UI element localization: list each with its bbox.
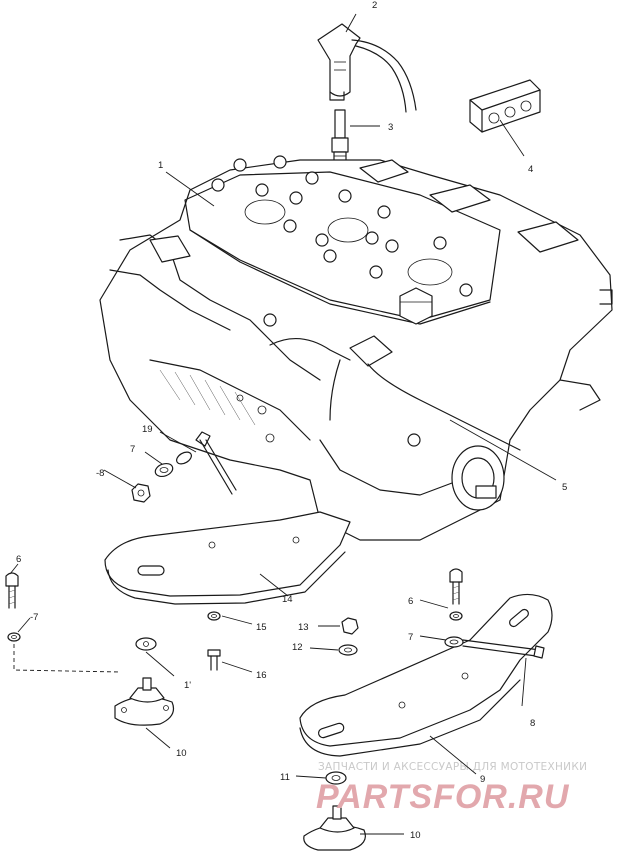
wire-clip-block: [469, 79, 541, 133]
callout-7-right: 7: [408, 632, 413, 643]
head-bolts: [211, 155, 473, 447]
callout-11-bottom: 11: [280, 772, 290, 783]
rubber-mount-bottom: [303, 771, 366, 851]
callout-labels: 1 2 3 4 5 6 6 7 -7 7 -8 8 9 10 10 1' 11 …: [16, 0, 567, 841]
bolt-6-left: [5, 572, 121, 673]
callout-1: 1: [158, 160, 163, 171]
leader-lines: [9, 13, 557, 835]
callout-12: 12: [292, 642, 303, 653]
bolt-6-right: [444, 568, 545, 659]
callout-14: 14: [282, 594, 293, 605]
callout-7-left: 7: [130, 444, 135, 455]
washer-15-bolt-16: [207, 611, 221, 671]
engine-block: [99, 155, 613, 541]
output-flange: [451, 445, 505, 511]
watermark-caption: ЗАПЧАСТИ И АКСЕССУАРЫ ДЛЯ МОТОТЕХНИКИ: [318, 761, 587, 773]
callout-10-left: 10: [176, 748, 187, 759]
rubber-mount-left: [114, 637, 175, 726]
callout-19: 19: [142, 424, 153, 435]
callout-9: 9: [480, 774, 485, 785]
stud-bolt-19: [131, 431, 237, 503]
callout-2: 2: [372, 0, 377, 11]
callout-10-bottom: 10: [410, 830, 421, 841]
callout-4: 4: [528, 164, 533, 175]
callout-16: 16: [256, 670, 267, 681]
callout-8-left: -8: [96, 468, 104, 479]
callout-11-left: 1': [184, 680, 191, 691]
callout-6-left: 6: [16, 554, 21, 565]
spark-plug-cap: [317, 23, 417, 113]
callout-8-right: 8: [530, 718, 535, 729]
watermark-brand: PARTSFOR.RU: [316, 778, 570, 816]
watermark: ЗАПЧАСТИ И АКСЕССУАРЫ ДЛЯ МОТОТЕХНИКИ PA…: [316, 761, 587, 816]
callout-5: 5: [562, 482, 567, 493]
nut-13-washer-12: [338, 617, 359, 656]
callout-15: 15: [256, 622, 267, 633]
callout-7-bolt: -7: [30, 612, 38, 623]
callout-3: 3: [388, 122, 393, 133]
mount-plate-right: [299, 593, 553, 757]
callout-13: 13: [298, 622, 309, 633]
mount-plate-left: [104, 511, 351, 605]
callout-6-right: 6: [408, 596, 413, 607]
